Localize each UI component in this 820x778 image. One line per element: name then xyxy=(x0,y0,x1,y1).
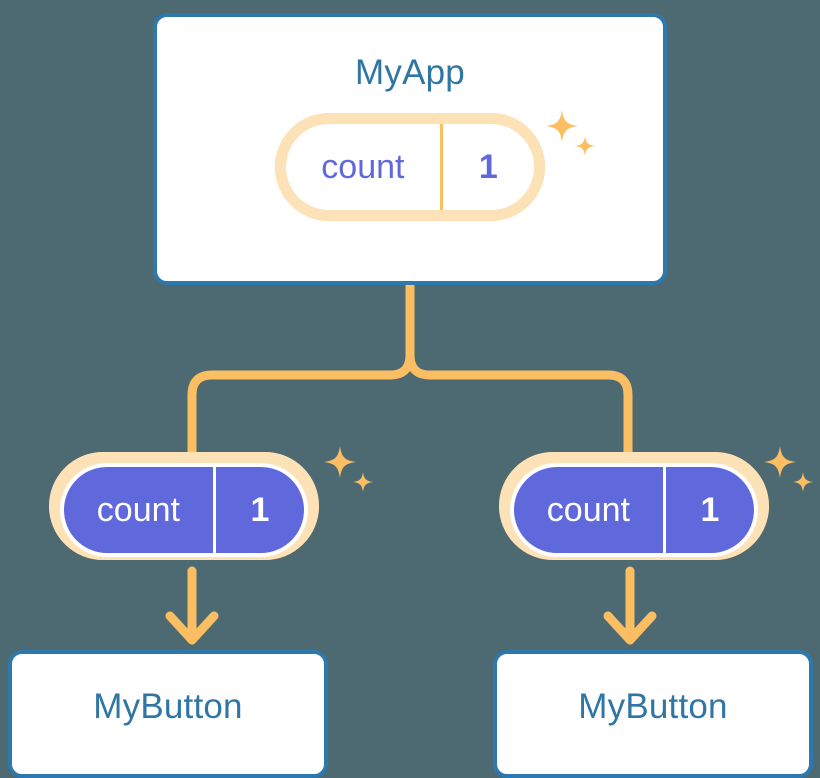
state-pill-root[interactable]: count 1 xyxy=(275,113,545,221)
state-key-label: count xyxy=(321,147,405,186)
component-card-mybutton-left[interactable]: MyButton xyxy=(8,650,328,778)
component-label: MyButton xyxy=(578,687,728,726)
state-pill-child-right[interactable]: count 1 xyxy=(499,452,769,560)
arrow-down-icon-right-head xyxy=(603,611,657,645)
state-pill-child-right-inner: count 1 xyxy=(510,463,758,557)
sparkle-star-small xyxy=(353,472,373,492)
sparkle-star-large xyxy=(764,446,796,478)
state-value-label: 1 xyxy=(662,467,754,553)
state-pill-child-left[interactable]: count 1 xyxy=(49,452,319,560)
sparkle-star-large xyxy=(324,446,356,478)
state-key-label: count xyxy=(96,490,180,529)
page-title: MyApp xyxy=(355,53,465,92)
component-card-mybutton-right[interactable]: MyButton xyxy=(493,650,813,778)
state-pill-root-inner: count 1 xyxy=(286,124,534,210)
state-key-label: count xyxy=(546,490,630,529)
tree-branch-connector xyxy=(187,280,415,457)
tree-branch-connector-right xyxy=(405,280,633,457)
sparkles-icon xyxy=(318,440,382,509)
state-pill-child-left-inner: count 1 xyxy=(60,463,308,557)
sparkle-star-small xyxy=(793,472,813,492)
state-value-label: 1 xyxy=(212,467,304,553)
component-label: MyButton xyxy=(93,687,243,726)
state-value-label: 1 xyxy=(439,124,534,210)
arrow-down-icon-left-head xyxy=(165,611,219,645)
